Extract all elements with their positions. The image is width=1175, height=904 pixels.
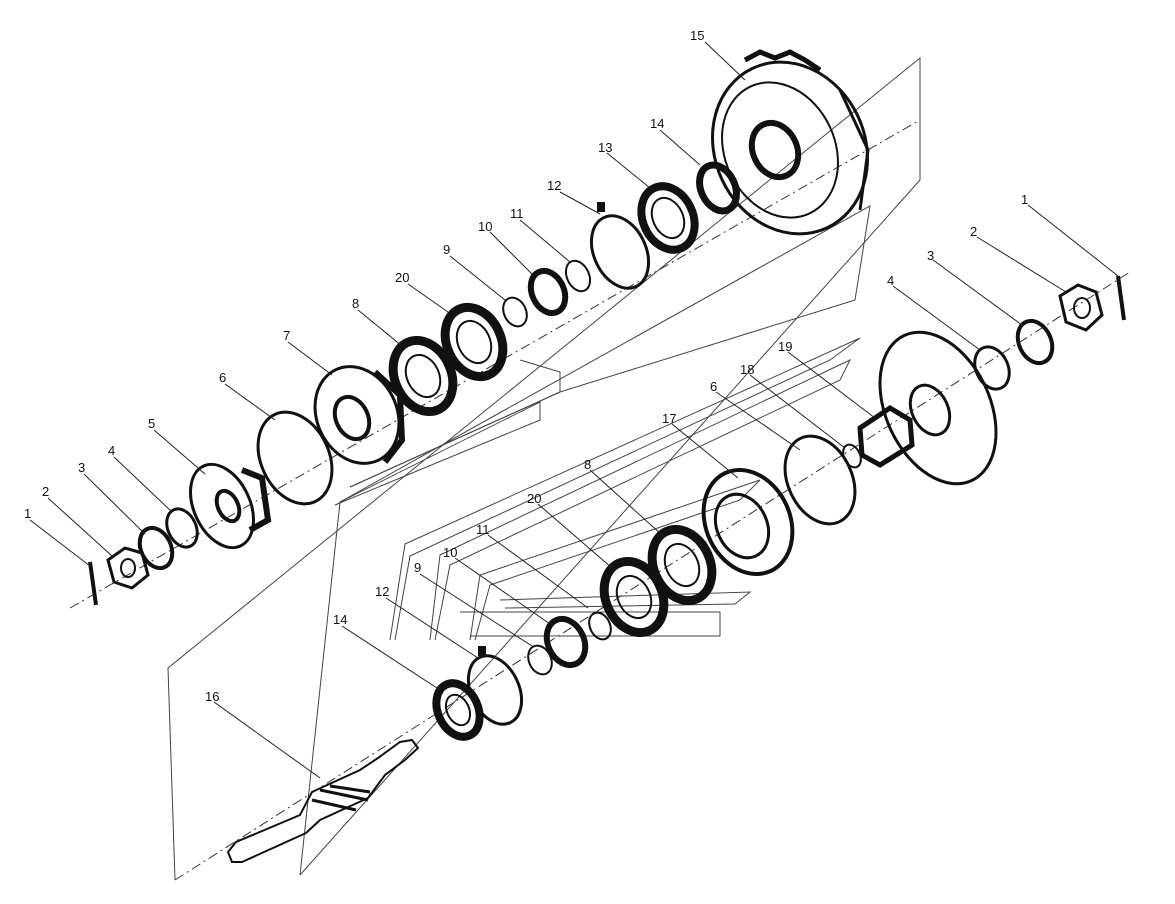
part-10-bearing-lower bbox=[543, 615, 589, 669]
callout-1-right: 1 bbox=[1021, 192, 1028, 207]
callout-12-upper: 12 bbox=[547, 178, 561, 193]
callout-17: 17 bbox=[662, 411, 676, 426]
part-8-bearing-lower bbox=[647, 524, 717, 606]
part-20-bearing-upper bbox=[440, 302, 508, 382]
part-3-washer-right bbox=[1015, 318, 1055, 366]
callout-5: 5 bbox=[148, 416, 155, 431]
callout-12-lower: 12 bbox=[375, 584, 389, 599]
part-1-pin-right bbox=[1116, 275, 1126, 321]
part-14-bearing-upper bbox=[696, 161, 740, 215]
part-8-bearing-upper bbox=[388, 335, 458, 417]
callout-15: 15 bbox=[690, 28, 704, 43]
callout-20-lower: 20 bbox=[527, 491, 541, 506]
part-15-ring-gear bbox=[711, 49, 870, 236]
part-9-ring-lower bbox=[527, 644, 553, 676]
callout-7: 7 bbox=[283, 328, 290, 343]
part-19-flange bbox=[857, 330, 998, 486]
callout-1-left: 1 bbox=[24, 506, 31, 521]
callout-16: 16 bbox=[205, 689, 219, 704]
callout-2-right: 2 bbox=[970, 224, 977, 239]
part-14-bearing-lower bbox=[432, 679, 484, 741]
upper-assembly-axis bbox=[69, 119, 921, 609]
callout-3-right: 3 bbox=[927, 248, 934, 263]
part-9-ring-upper bbox=[502, 296, 528, 328]
part-13-bearing bbox=[637, 182, 699, 254]
callout-19: 19 bbox=[778, 339, 792, 354]
callout-9-upper: 9 bbox=[443, 242, 450, 257]
part-1-pin-left bbox=[88, 561, 98, 606]
callout-4-left: 4 bbox=[108, 443, 115, 458]
callout-2-left: 2 bbox=[42, 484, 49, 499]
callout-13: 13 bbox=[598, 140, 612, 155]
callout-6-lower: 6 bbox=[710, 379, 717, 394]
callout-4-right: 4 bbox=[887, 273, 894, 288]
callout-8-upper: 8 bbox=[352, 296, 359, 311]
leader-lines bbox=[29, 41, 1119, 779]
callout-11-lower: 11 bbox=[476, 522, 490, 537]
callout-14-lower: 14 bbox=[333, 612, 347, 627]
callout-6-upper: 6 bbox=[219, 370, 226, 385]
callout-20-upper: 20 bbox=[395, 270, 409, 285]
part-20-bearing-lower bbox=[599, 556, 669, 638]
callout-11-upper: 11 bbox=[510, 206, 524, 221]
part-2-nut-right bbox=[1058, 283, 1104, 332]
callout-10-upper: 10 bbox=[478, 219, 492, 234]
part-4-washer-left bbox=[165, 507, 199, 549]
part-17-gear bbox=[701, 467, 795, 577]
part-2-nut-left bbox=[106, 546, 150, 590]
callout-14-upper: 14 bbox=[650, 116, 664, 131]
part-11-ring-lower bbox=[588, 611, 612, 641]
part-16-shaft bbox=[226, 738, 420, 863]
part-10-bearing-upper bbox=[527, 267, 569, 317]
part-6-o-ring-lower bbox=[783, 434, 857, 526]
callout-10-lower: 10 bbox=[443, 545, 457, 560]
part-12-snap-ring-upper bbox=[589, 202, 651, 290]
callout-labels: 1 2 3 4 5 6 7 8 20 9 10 11 12 13 14 15 1… bbox=[24, 28, 1028, 704]
part-6-o-ring-upper bbox=[256, 410, 334, 506]
callout-8-lower: 8 bbox=[584, 457, 591, 472]
callout-3-left: 3 bbox=[78, 460, 85, 475]
part-11-ring-upper bbox=[564, 259, 592, 293]
connector-frames bbox=[167, 56, 921, 881]
callout-18: 18 bbox=[740, 362, 754, 377]
callout-9-lower: 9 bbox=[414, 560, 421, 575]
part-3-washer-left bbox=[137, 525, 175, 571]
part-5-flange bbox=[189, 462, 272, 550]
